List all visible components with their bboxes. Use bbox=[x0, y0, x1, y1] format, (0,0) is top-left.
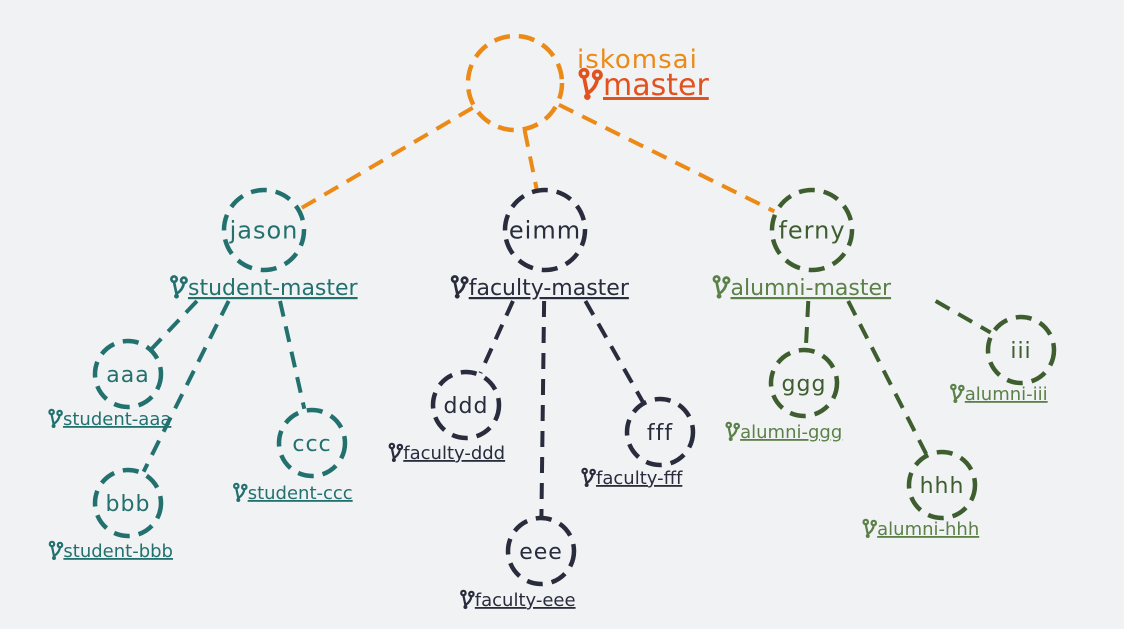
branch-label-ggg[interactable]: alumni-ggg bbox=[740, 422, 842, 443]
edge-jason-bbb bbox=[141, 300, 231, 473]
node-fff[interactable]: fff bbox=[624, 396, 696, 468]
git-branch-icon bbox=[578, 67, 603, 100]
node-aaa[interactable]: aaa bbox=[92, 338, 164, 410]
node-circle-bbb bbox=[92, 467, 164, 539]
branch-link-iii[interactable]: alumni-iii bbox=[950, 383, 1048, 405]
branch-link-eee[interactable]: faculty-eee bbox=[460, 589, 576, 611]
node-hhh[interactable]: hhh bbox=[906, 449, 978, 521]
branch-label-eimm[interactable]: faculty-master bbox=[469, 276, 630, 301]
branch-label-iii[interactable]: alumni-iii bbox=[965, 384, 1048, 405]
node-label-eee: eee bbox=[519, 540, 563, 565]
branch-link-bbb[interactable]: student-bbb bbox=[48, 540, 173, 562]
node-label-ggg: ggg bbox=[782, 372, 827, 397]
git-branch-icon bbox=[170, 275, 188, 299]
git-branch-icon bbox=[725, 421, 741, 441]
node-circle-iii bbox=[985, 314, 1057, 386]
git-branch-icon bbox=[862, 518, 878, 538]
node-circle-ddd bbox=[430, 369, 502, 441]
node-label-jason: jason bbox=[229, 217, 299, 245]
edge-jason-ccc bbox=[278, 300, 307, 410]
node-circle-eimm bbox=[502, 187, 588, 273]
node-label-ccc: ccc bbox=[292, 432, 331, 457]
edge-root-ferny bbox=[558, 102, 776, 214]
git-branch-icon bbox=[48, 540, 64, 560]
git-branch-icon bbox=[460, 589, 475, 609]
branch-label-ferny[interactable]: alumni-master bbox=[731, 276, 892, 301]
node-circle-jason bbox=[221, 187, 307, 273]
node-label-ddd: ddd bbox=[444, 394, 489, 419]
git-branch-icon bbox=[581, 467, 596, 487]
branch-label-bbb[interactable]: student-bbb bbox=[63, 541, 173, 562]
branch-link-ferny[interactable]: alumni-master bbox=[712, 275, 892, 301]
node-root[interactable]: iskomsai bbox=[465, 33, 698, 133]
branch-link-fff[interactable]: faculty-fff bbox=[581, 467, 683, 489]
git-branch-icon bbox=[450, 275, 469, 299]
git-branch-icon bbox=[48, 408, 63, 428]
node-eee[interactable]: eee bbox=[505, 515, 577, 587]
edge-ferny-iii bbox=[934, 299, 992, 335]
edges-layer bbox=[141, 102, 992, 517]
node-iii[interactable]: iii bbox=[985, 314, 1057, 386]
branch-link-ggg[interactable]: alumni-ggg bbox=[725, 421, 843, 443]
edge-ferny-ggg bbox=[803, 300, 811, 349]
node-circle-aaa bbox=[92, 338, 164, 410]
git-branch-icon bbox=[950, 383, 965, 403]
git-branch-icon bbox=[233, 482, 248, 502]
branch-link-eimm[interactable]: faculty-master bbox=[450, 275, 630, 301]
branch-link-root[interactable]: master bbox=[578, 67, 709, 103]
node-eimm[interactable]: eimm bbox=[502, 187, 588, 273]
edge-eimm-fff bbox=[583, 300, 645, 403]
node-ddd[interactable]: ddd bbox=[430, 369, 502, 441]
branch-label-jason[interactable]: student-master bbox=[188, 276, 359, 301]
branch-label-ccc[interactable]: student-ccc bbox=[248, 483, 353, 504]
branch-link-ddd[interactable]: faculty-ddd bbox=[388, 442, 505, 464]
node-circle-root bbox=[465, 33, 565, 133]
edge-ferny-hhh bbox=[846, 300, 928, 455]
node-circle-hhh bbox=[906, 449, 978, 521]
node-label-eimm: eimm bbox=[509, 217, 581, 245]
node-label-bbb: bbb bbox=[106, 492, 151, 517]
edge-eimm-ddd bbox=[478, 300, 515, 374]
branch-link-hhh[interactable]: alumni-hhh bbox=[862, 518, 980, 540]
branch-label-ddd[interactable]: faculty-ddd bbox=[403, 443, 505, 464]
node-ferny[interactable]: ferny bbox=[769, 187, 855, 273]
branch-label-eee[interactable]: faculty-eee bbox=[475, 590, 576, 611]
branch-link-jason[interactable]: student-master bbox=[170, 275, 359, 301]
node-ccc[interactable]: ccc bbox=[276, 407, 348, 479]
edge-root-eimm bbox=[522, 130, 539, 190]
edge-root-jason bbox=[299, 106, 474, 211]
branch-label-fff[interactable]: faculty-fff bbox=[596, 468, 683, 489]
node-label-hhh: hhh bbox=[920, 474, 965, 499]
node-jason[interactable]: jason bbox=[221, 187, 307, 273]
node-label-fff: fff bbox=[647, 421, 673, 446]
branch-link-ccc[interactable]: student-ccc bbox=[233, 482, 353, 504]
node-circle-fff bbox=[624, 396, 696, 468]
node-ggg[interactable]: ggg bbox=[768, 347, 840, 419]
node-circle-ccc bbox=[276, 407, 348, 479]
branch-link-aaa[interactable]: student-aaa bbox=[48, 408, 171, 430]
git-branch-icon bbox=[388, 442, 404, 462]
edge-eimm-eee bbox=[539, 300, 547, 517]
node-circle-ggg bbox=[768, 347, 840, 419]
branch-label-aaa[interactable]: student-aaa bbox=[63, 409, 171, 430]
node-label-aaa: aaa bbox=[106, 363, 149, 388]
node-label-iii: iii bbox=[1010, 339, 1031, 364]
git-branch-icon bbox=[712, 275, 731, 299]
edge-jason-aaa bbox=[150, 299, 199, 350]
node-bbb[interactable]: bbb bbox=[92, 467, 164, 539]
branch-label-hhh[interactable]: alumni-hhh bbox=[877, 519, 979, 540]
node-label-ferny: ferny bbox=[778, 217, 845, 245]
node-circle-eee bbox=[505, 515, 577, 587]
node-circle-ferny bbox=[769, 187, 855, 273]
branch-label-root[interactable]: master bbox=[603, 68, 709, 103]
